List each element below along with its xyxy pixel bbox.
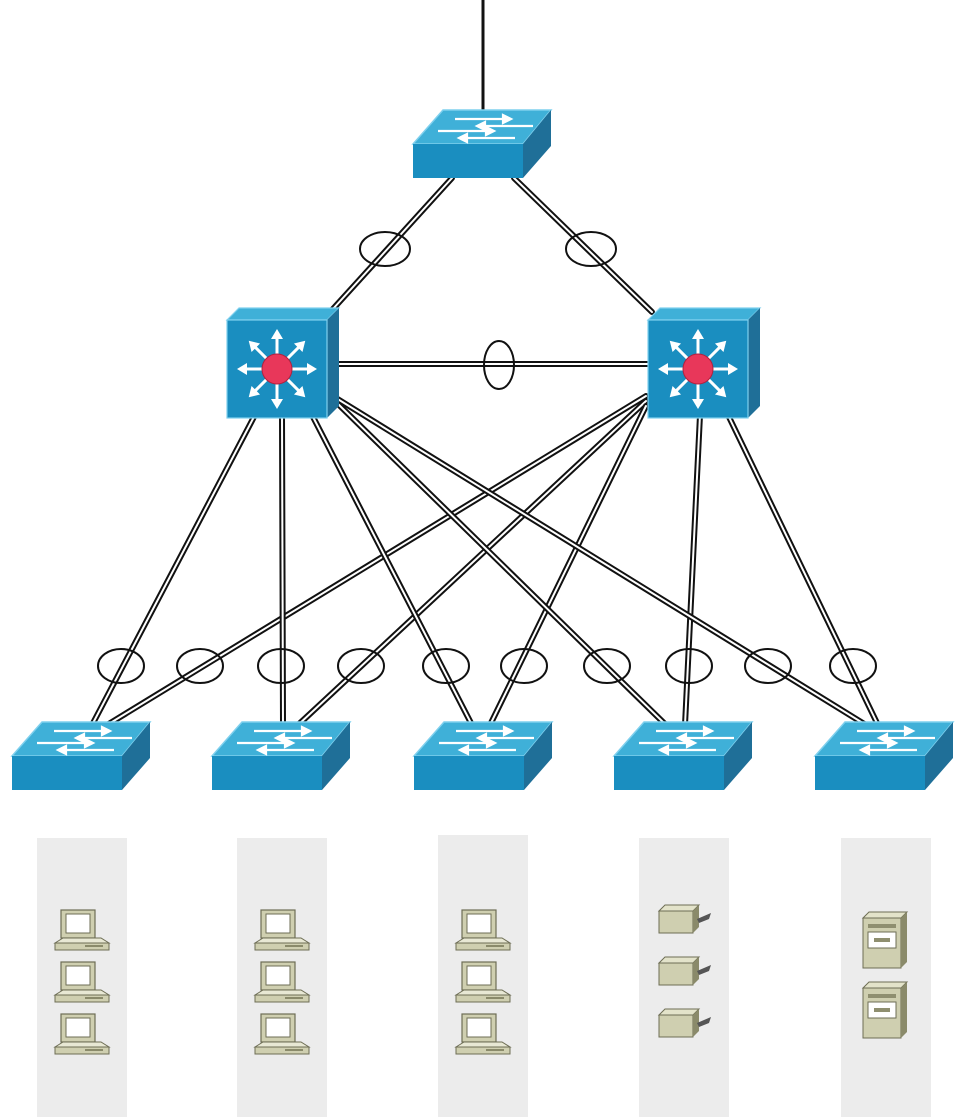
bundle-marker-interconnect bbox=[483, 340, 515, 390]
endpoint-group-5 bbox=[841, 838, 931, 1117]
pc-icon bbox=[53, 961, 111, 1003]
distribution-switch-1 bbox=[225, 307, 341, 419]
switch-side-face bbox=[524, 722, 552, 790]
access-switch-2 bbox=[210, 721, 352, 790]
link-dist-right-access-5 bbox=[725, 412, 881, 728]
bundle-marker-access-9 bbox=[744, 648, 792, 684]
printer-icon bbox=[657, 956, 711, 986]
bundle-marker-access-8 bbox=[665, 648, 713, 684]
switch-side-face bbox=[327, 308, 339, 418]
access-switch-3 bbox=[412, 721, 554, 790]
hub-dot bbox=[682, 353, 714, 385]
link-dist-right-access-3 bbox=[487, 403, 649, 728]
bundle-marker-access-1 bbox=[97, 648, 145, 684]
switch-front-face bbox=[12, 756, 122, 790]
pc-icon bbox=[454, 961, 512, 1003]
link-dist-left-access-2 bbox=[279, 412, 286, 728]
switch-side-face bbox=[925, 722, 953, 790]
printer-icon bbox=[657, 904, 711, 934]
bundle-marker-access-10 bbox=[829, 648, 877, 684]
switch-front-face bbox=[414, 756, 524, 790]
pc-icon bbox=[253, 909, 311, 951]
bundle-marker-access-3 bbox=[257, 648, 305, 684]
core-switch bbox=[411, 109, 553, 178]
pc-icon bbox=[454, 1013, 512, 1055]
links-layer bbox=[89, 0, 881, 728]
switch-arrows-icon bbox=[639, 725, 734, 756]
link-dist-left-access-5 bbox=[333, 395, 869, 728]
endpoint-groups-layer bbox=[37, 835, 931, 1117]
bundle-marker-core-left bbox=[359, 231, 411, 267]
hub-dot bbox=[261, 353, 293, 385]
link-dist-right-access-4 bbox=[682, 412, 703, 728]
link-dist-left-access-1 bbox=[89, 412, 258, 728]
bundle-marker-access-5 bbox=[422, 648, 470, 684]
switch-front-face bbox=[815, 756, 925, 790]
bundle-marker-access-2 bbox=[176, 648, 224, 684]
switch-side-face bbox=[748, 308, 760, 418]
access-switch-5 bbox=[813, 721, 955, 790]
switch-front-face bbox=[212, 756, 322, 790]
file-server-icon bbox=[861, 981, 909, 1039]
file-server-icon bbox=[861, 911, 909, 969]
switch-arrows-icon bbox=[37, 725, 132, 756]
distribution-switch-2 bbox=[646, 307, 762, 419]
link-core-dist-left bbox=[329, 175, 455, 313]
switch-side-face bbox=[122, 722, 150, 790]
switch-front-face bbox=[614, 756, 724, 790]
router-arrows-icon bbox=[237, 329, 317, 409]
pc-icon bbox=[253, 1013, 311, 1055]
link-dist-left-access-4 bbox=[333, 399, 669, 728]
pc-icon bbox=[253, 961, 311, 1003]
link-dist-right-access-2 bbox=[295, 398, 649, 728]
switch-top-face bbox=[646, 307, 762, 321]
link-dist-left-access-3 bbox=[309, 412, 475, 728]
switch-arrows-icon bbox=[438, 113, 533, 144]
switch-arrows-icon bbox=[439, 725, 534, 756]
bundle-markers-layer bbox=[97, 231, 877, 684]
bundle-marker-access-6 bbox=[500, 648, 548, 684]
router-arrows-icon bbox=[658, 329, 738, 409]
switch-front-face bbox=[413, 144, 523, 178]
printer-icon bbox=[657, 1008, 711, 1038]
switch-side-face bbox=[523, 110, 551, 178]
bundle-marker-access-4 bbox=[337, 648, 385, 684]
switch-arrows-icon bbox=[840, 725, 935, 756]
bundle-marker-core-right bbox=[565, 231, 617, 267]
link-dist-right-access-1 bbox=[104, 393, 649, 728]
pc-icon bbox=[53, 909, 111, 951]
switch-side-face bbox=[724, 722, 752, 790]
link-core-dist-right bbox=[511, 175, 655, 315]
switch-arrows-icon bbox=[237, 725, 332, 756]
pc-icon bbox=[454, 909, 512, 951]
switch-top-face bbox=[225, 307, 341, 321]
bundle-marker-access-7 bbox=[583, 648, 631, 684]
nodes-layer bbox=[10, 109, 955, 790]
access-switch-1 bbox=[10, 721, 152, 790]
pc-icon bbox=[53, 1013, 111, 1055]
access-switch-4 bbox=[612, 721, 754, 790]
switch-side-face bbox=[322, 722, 350, 790]
